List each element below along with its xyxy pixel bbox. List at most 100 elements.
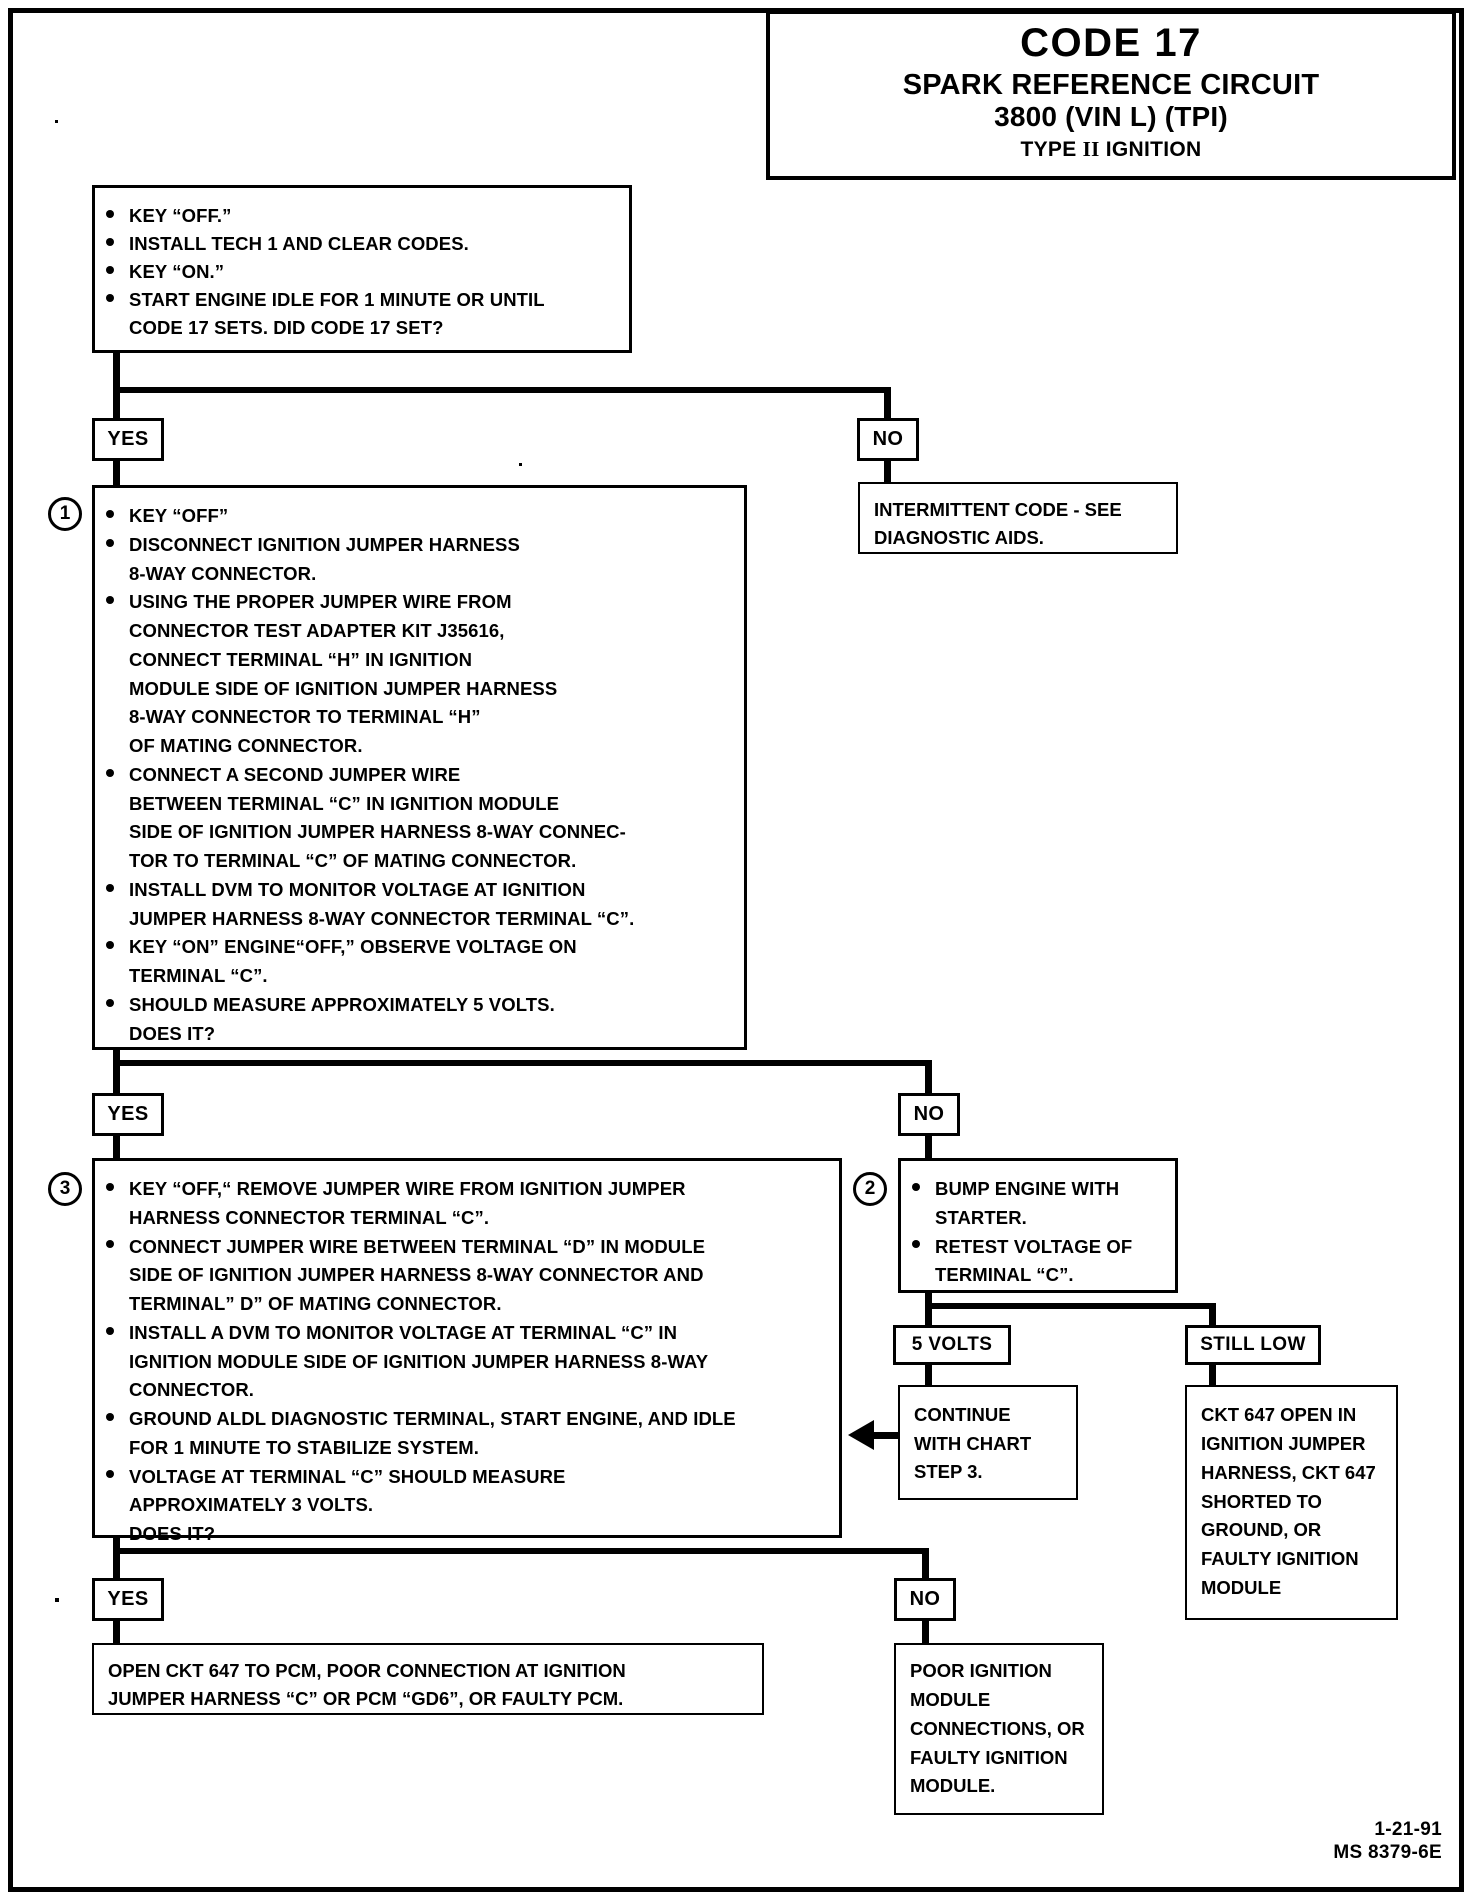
box-line: HARNESS, CKT 647 (1201, 1461, 1376, 1483)
type-prefix: TYPE (1020, 137, 1083, 161)
connector-line (1209, 1303, 1216, 1325)
branch-label-text: YES (107, 1103, 149, 1125)
list-item: KEY “ON” ENGINE“OFF,” OBSERVE VOLTAGE ON (95, 933, 744, 962)
box-line: CKT 647 OPEN IN (1201, 1404, 1357, 1425)
connector-line (925, 1060, 932, 1115)
box-line: MODULE. (910, 1775, 996, 1797)
step-number-3: 3 (48, 1172, 82, 1206)
connector-line (113, 1060, 931, 1066)
list-item: RETEST VOLTAGE OF (901, 1233, 1175, 1262)
branch-label-text: NO (872, 428, 904, 450)
box-line: CONNECTIONS, OR (910, 1717, 1085, 1739)
connector-line (922, 1621, 929, 1643)
connector-line (925, 1293, 932, 1325)
list-item-continuation: SIDE OF IGNITION JUMPER HARNESS 8-WAY CO… (129, 821, 626, 843)
branch-label-still-low: STILL LOW (1185, 1325, 1321, 1365)
branch-label-yes-3: YES (92, 1578, 164, 1621)
page-border-bottom (8, 1887, 1464, 1892)
connector-line (113, 353, 120, 418)
list-item-continuation: TERMINAL “C”. (129, 965, 268, 987)
branch-label-yes-1: YES (92, 418, 164, 461)
list-item: GROUND ALDL DIAGNOSTIC TERMINAL, START E… (95, 1405, 839, 1434)
connector-line (1209, 1365, 1216, 1385)
intermittent-code-box: INTERMITTENT CODE - SEE DIAGNOSTIC AIDS. (858, 482, 1178, 554)
scan-artifact (55, 120, 58, 123)
list-item-continuation: TERMINAL” D” OF MATING CONNECTOR. (129, 1293, 502, 1315)
branch-label-text: STILL LOW (1200, 1334, 1306, 1355)
connector-line (884, 461, 891, 482)
list-item-continuation: CONNECTOR. (129, 1379, 255, 1401)
scan-artifact (519, 463, 522, 466)
scan-artifact (447, 1268, 451, 1271)
list-item: USING THE PROPER JUMPER WIRE FROM (95, 588, 744, 617)
branch-label-5-volts: 5 VOLTS (893, 1325, 1011, 1365)
list-item-continuation: SIDE OF IGNITION JUMPER HARNESS 8-WAY CO… (129, 1264, 704, 1286)
box-line: MODULE (910, 1688, 991, 1710)
list-item: INSTALL A DVM TO MONITOR VOLTAGE AT TERM… (95, 1319, 839, 1348)
list-item: KEY “ON.” (95, 258, 629, 286)
box-line: FAULTY IGNITION (1201, 1548, 1359, 1570)
list-item: INSTALL DVM TO MONITOR VOLTAGE AT IGNITI… (95, 876, 744, 905)
list-item: SHOULD MEASURE APPROXIMATELY 5 VOLTS. (95, 991, 744, 1020)
branch-label-text: YES (107, 1588, 149, 1610)
arrow-left-icon (848, 1420, 874, 1450)
branch-label-text: NO (909, 1588, 941, 1610)
connector-line (872, 1432, 900, 1439)
box-line: POOR IGNITION (910, 1660, 1052, 1681)
list-item: VOLTAGE AT TERMINAL “C” SHOULD MEASURE (95, 1463, 839, 1492)
list-item: DISCONNECT IGNITION JUMPER HARNESS (95, 531, 744, 560)
list-item: INSTALL TECH 1 AND CLEAR CODES. (95, 230, 629, 258)
connector-line (113, 1548, 928, 1554)
box-line: JUMPER HARNESS “C” OR PCM “GD6”, OR FAUL… (108, 1687, 624, 1709)
step-number-text: 2 (864, 1178, 876, 1199)
continue-with-chart-box: CONTINUE WITH CHART STEP 3. (898, 1385, 1078, 1500)
list-item-continuation: DOES IT? (129, 1523, 216, 1545)
branch-label-no-3: NO (894, 1578, 956, 1621)
type-roman-numeral: II (1082, 136, 1100, 161)
list-item-continuation: IGNITION MODULE SIDE OF IGNITION JUMPER … (129, 1350, 709, 1372)
list-item-continuation: CONNECT TERMINAL “H” IN IGNITION (129, 648, 473, 670)
page-border-right (1459, 8, 1464, 1892)
box-line: INTERMITTENT CODE - SEE (874, 499, 1122, 520)
box-line: WITH CHART (914, 1432, 1032, 1454)
branch-label-yes-2: YES (92, 1093, 164, 1136)
connector-line (925, 1303, 1215, 1309)
start-instructions-box: KEY “OFF.” INSTALL TECH 1 AND CLEAR CODE… (92, 185, 632, 353)
connector-line (884, 387, 891, 418)
title-block: CODE 17 SPARK REFERENCE CIRCUIT 3800 (VI… (766, 10, 1456, 180)
box-line: STEP 3. (914, 1461, 983, 1483)
list-item-continuation: OF MATING CONNECTOR. (129, 735, 363, 757)
branch-label-no-2: NO (898, 1093, 960, 1136)
list-item-continuation: 8-WAY CONNECTOR TO TERMINAL “H” (129, 706, 481, 728)
list-item-continuation: FOR 1 MINUTE TO STABILIZE SYSTEM. (129, 1436, 480, 1458)
branch-label-text: NO (913, 1103, 945, 1125)
connector-line (113, 1136, 120, 1160)
step-number-text: 3 (59, 1178, 71, 1199)
chart-code-title: CODE 17 (1020, 21, 1202, 65)
list-item-continuation: CONNECTOR TEST ADAPTER KIT J35616, (129, 620, 505, 642)
list-item: CONNECT A SECOND JUMPER WIRE (95, 761, 744, 790)
connector-line (113, 461, 120, 485)
scan-artifact (55, 1598, 59, 1602)
step-1-instructions-box: KEY “OFF” DISCONNECT IGNITION JUMPER HAR… (92, 485, 747, 1050)
list-item-continuation: JUMPER HARNESS 8-WAY CONNECTOR TERMINAL … (129, 907, 635, 929)
box-line: CONTINUE (914, 1404, 1011, 1425)
list-item: BUMP ENGINE WITH (901, 1175, 1175, 1204)
ckt-647-fault-box: CKT 647 OPEN IN IGNITION JUMPER HARNESS,… (1185, 1385, 1398, 1620)
list-item-continuation: TOR TO TERMINAL “C” OF MATING CONNECTOR. (129, 850, 577, 872)
box-line: FAULTY IGNITION (910, 1746, 1068, 1768)
list-item-continuation: BETWEEN TERMINAL “C” IN IGNITION MODULE (129, 792, 560, 814)
box-line: SHORTED TO (1201, 1490, 1322, 1512)
box-line: IGNITION JUMPER (1201, 1432, 1366, 1454)
page-border-left (8, 8, 13, 1892)
connector-line (113, 1050, 120, 1115)
list-item-continuation: STARTER. (935, 1206, 1027, 1228)
box-line: DIAGNOSTIC AIDS. (874, 526, 1044, 548)
list-item-continuation: HARNESS CONNECTOR TERMINAL “C”. (129, 1206, 490, 1228)
connector-line (113, 387, 890, 393)
list-item-continuation: CODE 17 SETS. DID CODE 17 SET? (129, 317, 444, 339)
chart-engine-title: 3800 (VIN L) (TPI) (994, 101, 1228, 133)
connector-line (925, 1365, 932, 1385)
type-suffix: IGNITION (1099, 137, 1202, 161)
